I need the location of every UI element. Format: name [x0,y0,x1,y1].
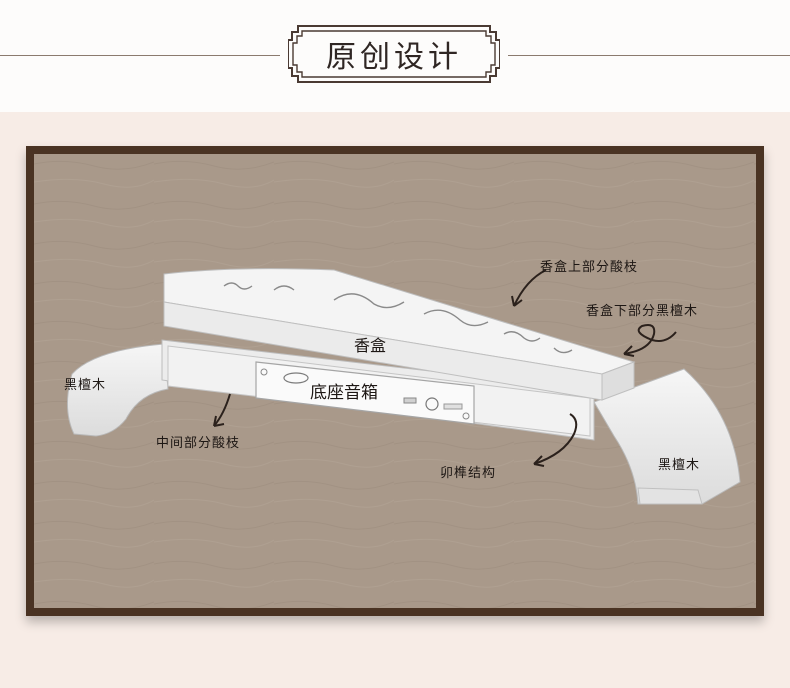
title-frame: 原创设计 [287,24,501,84]
screw-icon [462,412,470,420]
arrowhead-icon [511,295,523,307]
header-rule-left [0,55,280,56]
carving-pattern [223,282,573,354]
port-icon [403,397,417,404]
annotation-left-wood: 黑檀木 [64,378,107,393]
screw-icon [260,368,268,376]
arrowhead-icon [213,415,225,427]
drawing-canvas: 香盒 底座音箱 香盒上部分酸枝 香盒下部分黑檀木 黑檀木 黑檀木 中间部分酸枝 … [34,154,756,608]
left-leg [67,343,169,437]
ornamental-frame-icon [287,25,501,83]
annotation-box-bottom: 香盒下部分黑檀木 [586,304,699,319]
speaker-panel [255,361,475,425]
speaker-logo-icon [283,372,309,384]
header: 原创设计 [0,0,790,112]
page-title: 原创设计 [326,40,462,75]
arrow-middle [213,393,231,427]
annotation-joint: 卯榫结构 [440,466,497,481]
product-sketch [34,154,756,608]
arrowhead-icon [623,345,635,357]
annotation-right-wood: 黑檀木 [658,458,701,473]
header-rule-right [508,55,790,56]
incense-box-label: 香盒 [354,336,387,355]
annotation-middle: 中间部分酸枝 [156,436,241,451]
knob-icon [425,397,439,411]
button-icon [443,403,463,410]
annotation-box-top: 香盒上部分酸枝 [540,260,639,275]
arrowhead-icon [533,455,545,467]
right-leg [593,368,741,505]
arrow-box-top [513,269,547,307]
incense-box-top [163,268,636,375]
right-leg-side [637,487,703,505]
arrow-joint [533,413,578,465]
incense-box-end [601,361,635,401]
picture-frame: 香盒 底座音箱 香盒上部分酸枝 香盒下部分黑檀木 黑檀木 黑檀木 中间部分酸枝 … [26,146,764,616]
speaker-label: 底座音箱 [310,383,378,403]
arrow-box-bottom [623,324,677,355]
